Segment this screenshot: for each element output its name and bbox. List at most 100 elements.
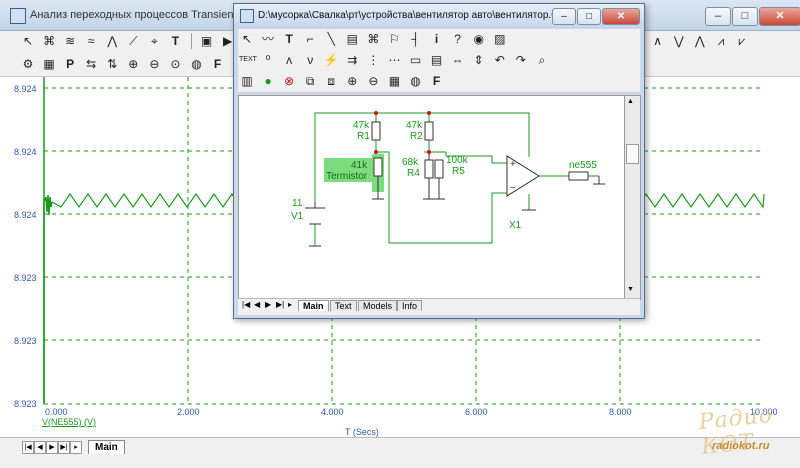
properties-icon[interactable]: ▣ [200,34,213,48]
y-tick-label: 8.923 [14,273,37,283]
scale-y-icon[interactable]: ⇅ [107,57,118,71]
prev-page-icon[interactable]: ◀ [254,300,261,309]
node-numbers-icon[interactable]: ⁰ [265,53,271,67]
zoom-in-icon[interactable]: ⊕ [128,57,139,71]
scrollbar-thumb[interactable] [626,144,639,164]
library-icon[interactable]: ▦ [388,74,401,88]
output-resistor[interactable] [568,171,589,181]
zoom-fit-icon[interactable]: ⊙ [170,57,181,71]
help-icon[interactable]: ? [454,32,461,46]
flip-icon[interactable]: ⇔ [451,53,464,67]
slope-icon[interactable]: ⟋ [129,34,138,48]
next-tab-icon[interactable]: ▶ [46,441,58,454]
power-icon[interactable]: ⚡ [323,53,339,67]
paste-icon[interactable]: ⧈ [327,74,336,88]
text-mode-icon[interactable]: TEXT [239,56,257,63]
minimize-button[interactable]: – [705,7,731,26]
pin-icon[interactable]: ┤ [411,32,420,46]
param-icon[interactable]: P [66,57,75,71]
component-picker-icon[interactable]: ⌘ [367,32,380,46]
flag-icon[interactable]: ⚐ [389,32,400,46]
zoom-in-icon[interactable]: ⊕ [347,74,358,88]
close-button[interactable]: ✕ [759,7,800,26]
schematic-vertical-scrollbar[interactable]: ▲ ▼ [624,95,641,300]
resistor-r2[interactable] [424,121,434,141]
wave-shape-4-icon[interactable]: ⩘ [717,34,725,48]
run-icon[interactable]: ▶ [223,34,233,48]
rotate-left-icon[interactable]: ↶ [494,53,505,67]
text-tool-icon[interactable]: T [171,34,180,48]
camera-icon[interactable]: ◉ [473,32,484,46]
wave-shape-5-icon[interactable]: ⩗ [738,34,746,48]
tab-main[interactable]: Main [88,440,125,454]
wire-icon[interactable]: 〰 [262,32,275,46]
schematic-close-button[interactable]: ✕ [602,8,640,25]
tab-text[interactable]: Text [330,300,357,311]
pin-connections-icon[interactable]: ⇉ [347,53,358,67]
page-menu-icon[interactable]: ▸ [288,300,293,309]
peak-icon[interactable]: ⋀ [107,34,118,48]
find-icon[interactable]: ⌕ [538,53,546,67]
scroll-down-icon[interactable]: ▼ [627,286,634,293]
waveform-icon[interactable]: ≋ [65,34,76,48]
prev-tab-icon[interactable]: ◀ [34,441,46,454]
last-tab-icon[interactable]: ▶| [58,441,70,454]
grid-text-icon[interactable]: ⋯ [388,53,401,67]
schematic-maximize-button[interactable]: □ [577,8,601,25]
component-icon[interactable]: ⌘ [43,34,56,48]
wave-shape-icon[interactable]: ∧ [653,34,663,48]
cursor-icon[interactable]: ⌖ [150,34,158,48]
resistor-r4[interactable] [424,159,434,179]
first-page-icon[interactable]: |◀ [242,300,251,309]
settings-icon[interactable]: ⚙ [22,57,34,71]
zoom-out-icon[interactable]: ⊖ [368,74,379,88]
select-arrow-icon[interactable]: ↖ [22,34,34,48]
wave-shape-3-icon[interactable]: ⋀ [694,34,705,48]
resistor-r5[interactable] [434,159,444,179]
voltage-icon[interactable]: ν [307,53,314,67]
font-icon[interactable]: F [213,57,222,71]
resistor-r1[interactable] [371,121,381,141]
current-icon[interactable]: ʌ [286,53,293,67]
schematic-minimize-button[interactable]: – [552,8,576,25]
mirror-icon[interactable]: ⇕ [473,53,484,67]
stop-icon[interactable]: ⊗ [284,74,295,88]
first-tab-icon[interactable]: |◀ [22,441,34,454]
border-icon[interactable]: ▭ [409,53,422,67]
copy-icon[interactable]: ⧉ [305,74,315,88]
go-icon[interactable]: ● [264,74,272,88]
wave-shape-2-icon[interactable]: ⋁ [673,34,684,48]
trace-label[interactable]: V(NE555) (V) [42,417,97,427]
y-tick-label: 8.924 [14,210,37,220]
termistor[interactable] [373,157,383,177]
text-icon[interactable]: T [285,32,293,46]
last-page-icon[interactable]: ▶| [276,300,285,309]
wave-tools-icon[interactable]: ≈ [87,34,95,48]
line-icon[interactable]: ⌐ [306,32,314,46]
color-icon[interactable]: ◍ [191,57,202,71]
next-page-icon[interactable]: ▶ [265,300,272,309]
scroll-up-icon[interactable]: ▲ [627,98,634,105]
info-icon[interactable]: i [434,32,439,46]
tab-models[interactable]: Models [358,300,398,311]
rotate-right-icon[interactable]: ↷ [515,53,526,67]
maximize-button[interactable]: □ [732,7,758,26]
window-icon[interactable]: ▥ [241,74,253,88]
scale-x-icon[interactable]: ⇆ [86,57,97,71]
grid-icon[interactable]: ▦ [43,57,55,71]
schematic-canvas[interactable]: + − 47k R1 47k R2 41k Termistor 68k [238,95,626,300]
select-icon[interactable]: ↖ [241,32,253,46]
y-tick-label: 8.924 [14,84,37,94]
grid-toggle-icon[interactable]: ⋮ [367,53,380,67]
font-icon[interactable]: F [432,74,441,88]
tab-main[interactable]: Main [298,300,329,311]
zoom-out-icon[interactable]: ⊖ [149,57,160,71]
note-icon[interactable]: ▤ [346,32,358,46]
opamp-x1[interactable] [506,155,540,197]
probe-icon[interactable]: ▨ [494,32,506,46]
title-icon[interactable]: ▤ [430,53,443,67]
diagonal-icon[interactable]: ╲ [327,32,335,46]
tab-menu-icon[interactable]: ▸ [70,441,82,454]
colors-icon[interactable]: ◍ [410,74,421,88]
tab-info[interactable]: Info [397,300,423,311]
